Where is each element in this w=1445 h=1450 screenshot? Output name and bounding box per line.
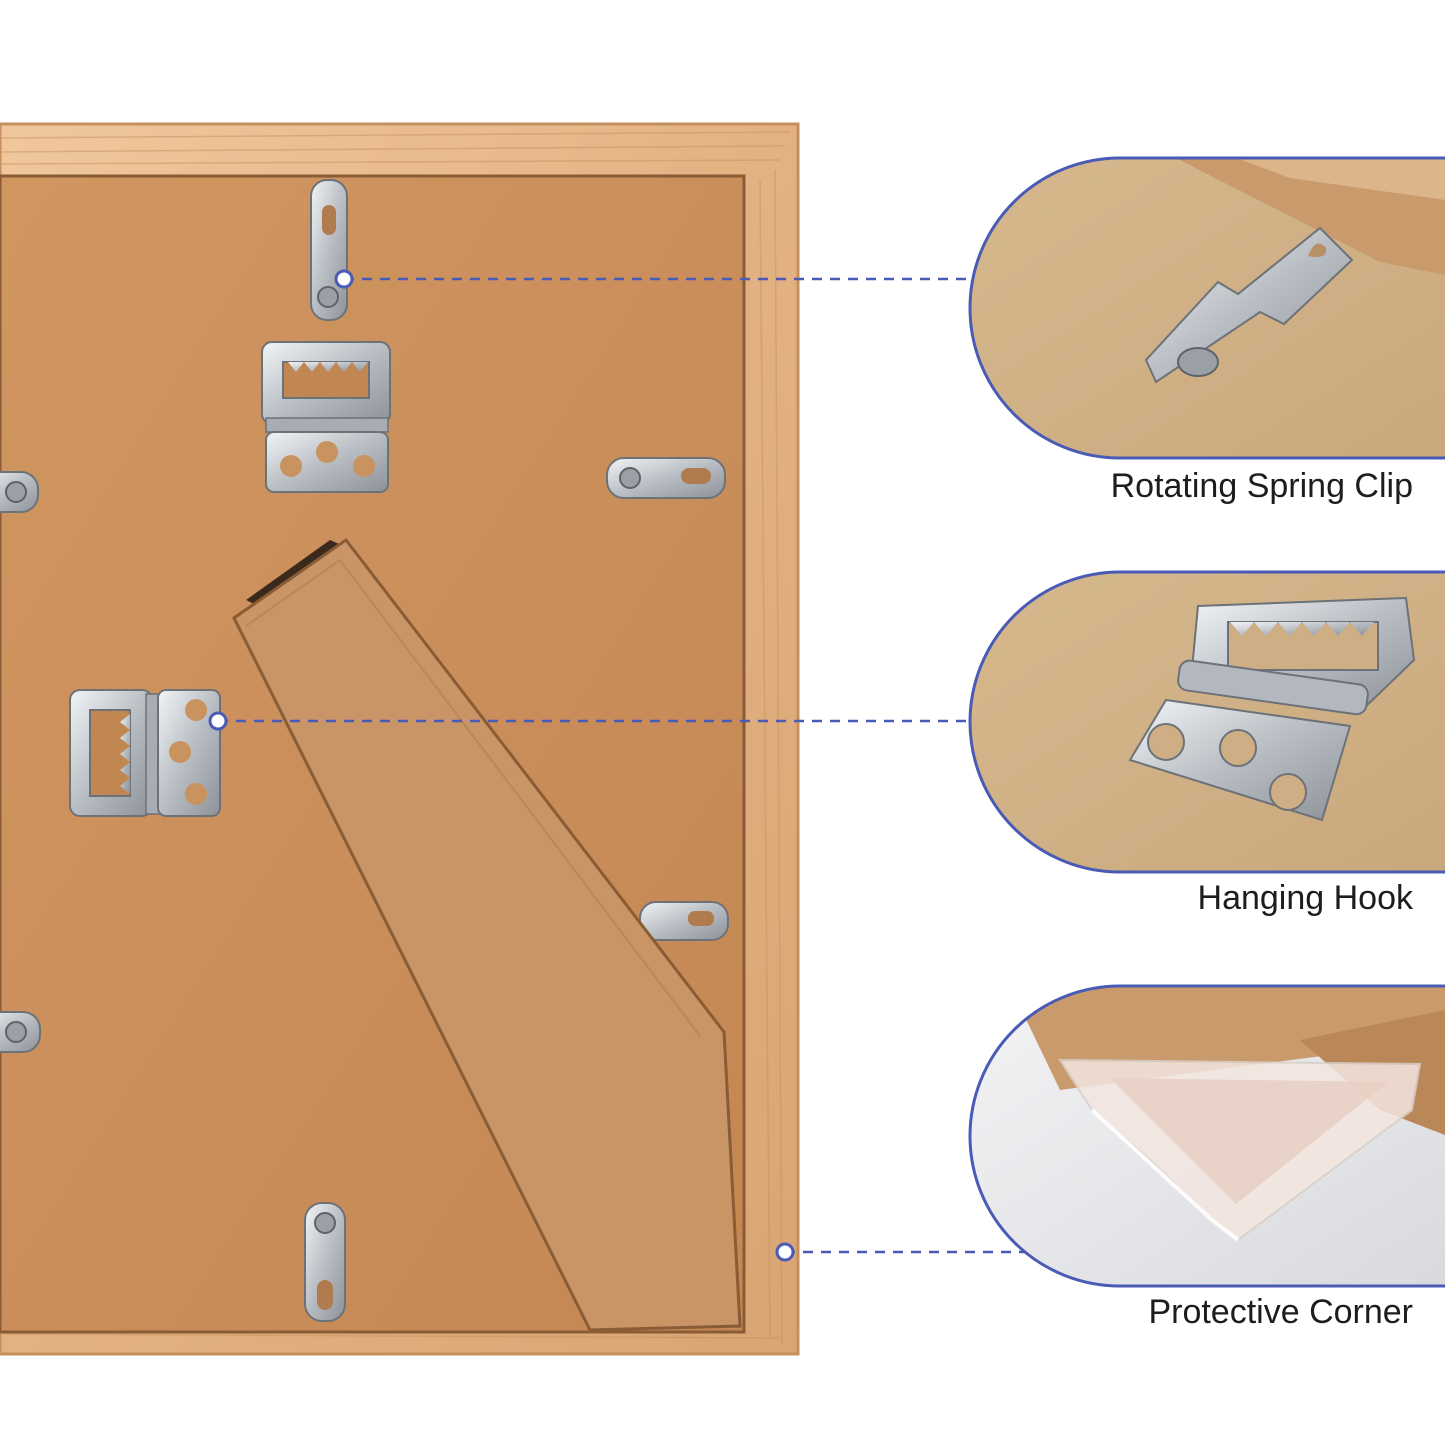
frame-clip-right-upper [606,457,726,499]
caption-rotating-spring-clip: Rotating Spring Clip [1110,467,1413,505]
easel-stand [232,537,742,1332]
sawtooth-hook-top [261,341,391,493]
frame-clip-left-upper [0,471,39,513]
frame-clip-right-lower [639,901,729,941]
caption-hanging-hook: Hanging Hook [1197,879,1413,917]
detail-hanging-hook [968,570,1445,874]
caption-protective-corner: Protective Corner [1148,1293,1413,1331]
callout-lines [208,269,1078,1262]
detail-rotating-spring-clip [968,156,1445,460]
frame-clip-top [310,179,348,321]
sawtooth-hook-side [69,689,221,817]
frame-clip-left-lower [0,1011,41,1053]
frame-clip-bottom [304,1202,346,1322]
detail-protective-corner [968,984,1445,1288]
